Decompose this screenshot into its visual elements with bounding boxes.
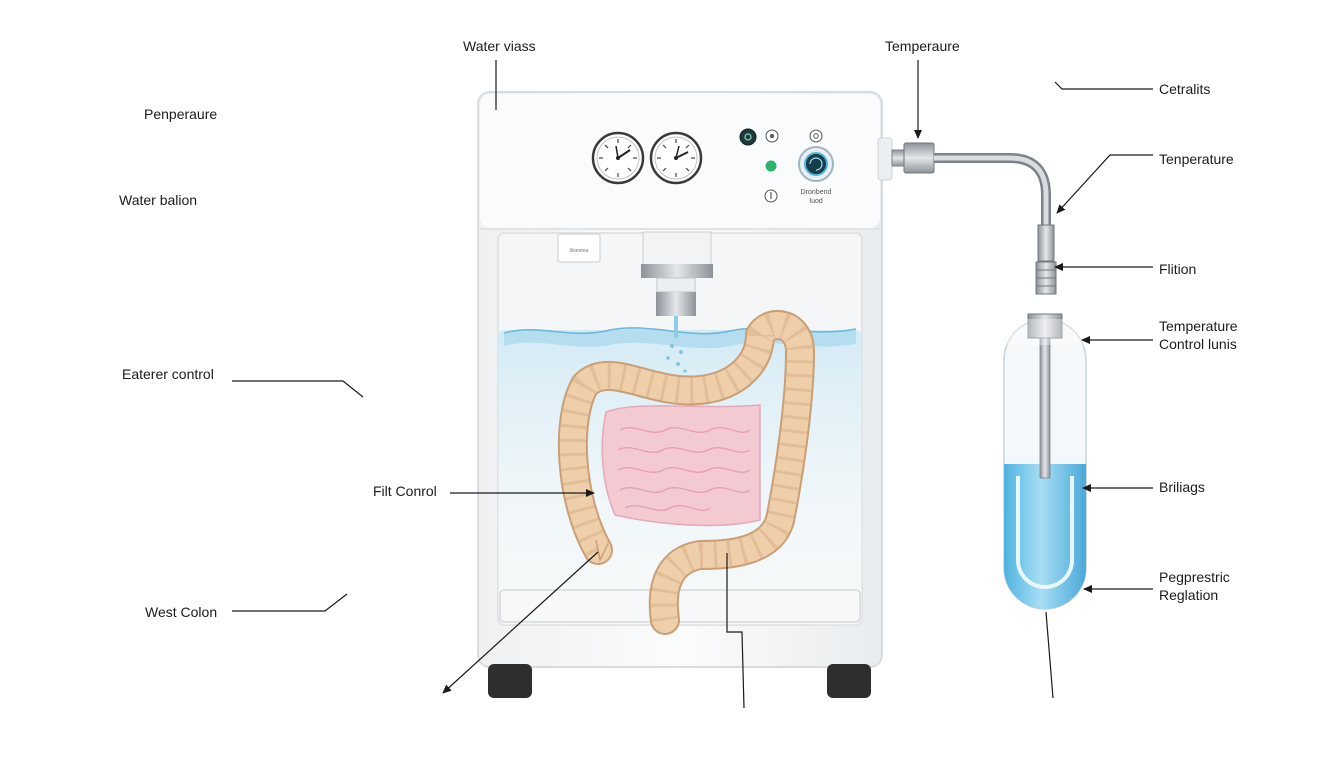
mode-button-icon[interactable]	[765, 129, 779, 143]
label-cetralits: Cetralits	[1159, 81, 1211, 97]
label-line: Reglation	[1159, 587, 1219, 603]
leader-lines	[232, 60, 1153, 709]
gauge-icon	[591, 131, 645, 185]
label-water-vlass: Water viass	[463, 38, 536, 54]
colon	[557, 310, 815, 635]
label-west-colon: West Colon	[145, 604, 218, 620]
label-flition: Flition	[1159, 261, 1197, 277]
label-eaterer-control: Eaterer control	[122, 366, 214, 382]
label-pegprestric-reglation: Pegprestric Reglation	[1159, 568, 1269, 604]
power-button-icon[interactable]	[739, 128, 757, 146]
label-temperature-control: Temperature Control lunis	[1159, 317, 1269, 353]
label-temperature-top: Temperaure	[885, 38, 960, 54]
label-line: Pegprestric	[1159, 569, 1230, 585]
small-intestine	[601, 404, 761, 527]
label-filt-conrol: Filt Conrol	[373, 483, 437, 499]
gauge-icon	[649, 131, 703, 185]
led-indicator-icon	[765, 160, 777, 172]
nozzle	[641, 231, 713, 384]
knob-caption: Dronbend	[801, 189, 832, 196]
label-penperaure: Penperaure	[144, 106, 218, 122]
knob-caption: Iuod	[809, 198, 823, 205]
machine-feet	[488, 664, 871, 698]
label-water-balion: Water balion	[119, 192, 198, 208]
aux-button-icon[interactable]	[764, 189, 778, 203]
label-briliags: Briliags	[1159, 479, 1205, 495]
collection-tube	[1003, 313, 1087, 610]
outlet-hose	[891, 142, 1057, 295]
dial-knob-icon[interactable]	[798, 146, 834, 182]
label-line: Control lunis	[1159, 336, 1237, 352]
label-line: Temperature	[1159, 318, 1238, 334]
label-tenperature: Tenperature	[1159, 151, 1234, 167]
settings-button-icon[interactable]	[809, 129, 823, 143]
small-tag-label: Ilioeorea	[569, 248, 588, 254]
